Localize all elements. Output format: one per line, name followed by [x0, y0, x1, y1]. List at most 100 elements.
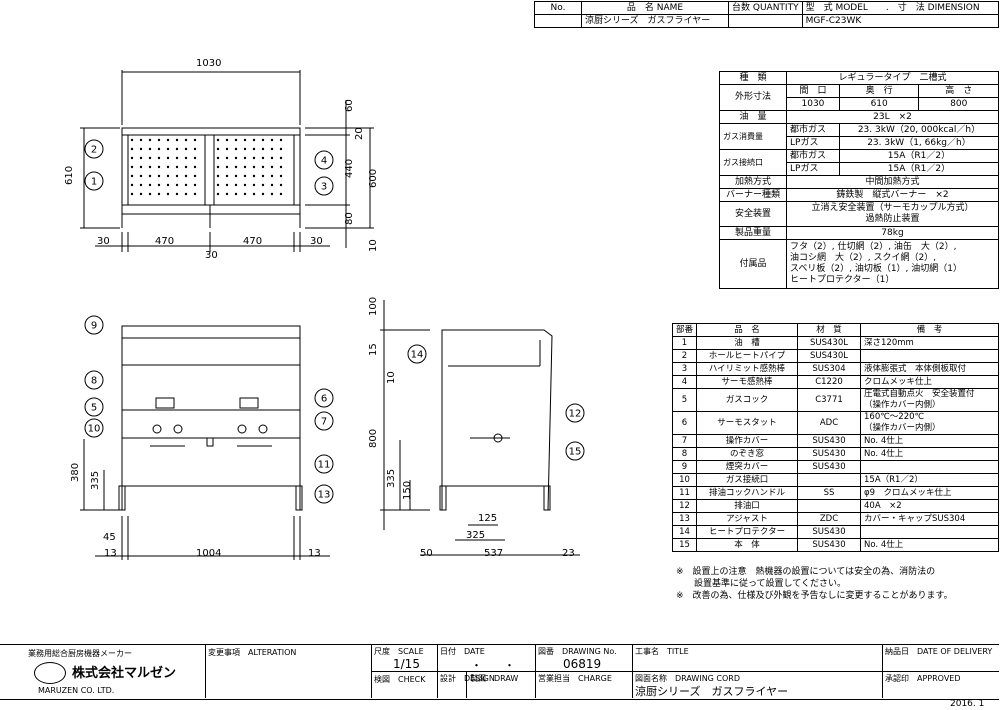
approved-label: 承認印 APPROVED	[885, 674, 961, 683]
part-name: 操作カバー	[696, 434, 799, 448]
part-no: 9	[671, 460, 698, 474]
part-material: ADC	[797, 411, 862, 435]
heat-pipe-pattern	[130, 138, 283, 196]
spec-lp-gas-label: LPガス	[786, 136, 840, 150]
callout-label: 4	[321, 156, 327, 167]
dim-side-537: 537	[484, 548, 503, 559]
spec-gas-consumption-label: ガス消費量	[719, 123, 787, 150]
dim-30a: 30	[97, 236, 110, 247]
parts-header-no: 部番	[671, 323, 698, 337]
part-material: SUS430L	[797, 349, 862, 363]
spec-oil-value: 23L ×2	[786, 110, 999, 124]
part-no: 4	[671, 375, 698, 389]
part-name: 排油コックハンドル	[696, 486, 799, 500]
callout-circle	[407, 344, 427, 364]
callout-label: 5	[91, 403, 97, 414]
part-material: SUS304	[797, 362, 862, 376]
spec-dim-w-label: 間 口	[786, 84, 840, 98]
drawings: 1030 610 30 470 470 30 30 60 20 440 600 …	[64, 58, 585, 560]
scale-value: 1/15	[393, 657, 420, 671]
spec-dim-h: 800	[918, 97, 999, 111]
spec-city-gas-value: 23. 3kW（20, 000kcal／h）	[838, 123, 1000, 137]
callout-label: 3	[321, 182, 327, 193]
part-note	[860, 525, 999, 539]
spec-accessories-4: ヒートプロテクター（1）	[790, 275, 895, 285]
dim-h380: 380	[70, 463, 81, 482]
spec-heating-value: 中間加熱方式	[786, 175, 999, 189]
part-no: 5	[671, 388, 698, 412]
part-material: SUS430	[797, 434, 862, 448]
spec-burner-label: バーナー種類	[719, 188, 787, 202]
part-no: 12	[671, 499, 698, 513]
spec-type-value: レギュラータイプ 二槽式	[786, 71, 999, 85]
part-name: ホールヒートパイプ	[696, 349, 799, 363]
part-material: SUS430	[797, 525, 862, 539]
part-material: SS	[797, 486, 862, 500]
callout-circle	[565, 441, 585, 461]
part-material: ZDC	[797, 512, 862, 526]
dim-30c: 30	[205, 250, 218, 261]
year: 2016. 1	[950, 699, 985, 709]
callout-circle	[84, 397, 104, 417]
title-label: 工事名 TITLE	[635, 647, 689, 656]
part-no: 8	[671, 447, 698, 461]
callout-circle	[84, 139, 104, 159]
side-view	[380, 300, 580, 556]
part-note: 圧電式自動点火 安全装置付（操作カバー内側）	[860, 388, 999, 412]
spec-dim-label: 外形寸法	[719, 84, 787, 111]
callout-label: 10	[88, 424, 101, 435]
date-label: 日付 DATE	[440, 647, 485, 656]
note-3: ※ 改善の為、仕様及び外観を予告なしに変更することがあります。	[676, 591, 953, 601]
callout-circle	[84, 171, 104, 191]
part-note-line: 160℃～220℃	[864, 412, 925, 422]
part-material: SUS430L	[797, 336, 862, 350]
header-model-value: MGF-C23WK	[801, 14, 1000, 28]
spec-dim-w: 1030	[786, 97, 840, 111]
part-note: No. 4仕上	[860, 538, 999, 552]
dim-h335: 335	[90, 471, 101, 490]
spec-safety-value-2: 過熱防止装置	[865, 214, 920, 224]
spec-lp-gas-value: 23. 3kW（1, 66kg／h）	[838, 136, 1000, 150]
spec-accessories-label: 付属品	[719, 239, 787, 289]
date-value: ・ ・	[471, 659, 515, 672]
callout-label: 12	[569, 409, 582, 420]
part-note-line: （操作カバー内側）	[864, 423, 941, 433]
dim-side-h100: 100	[368, 297, 379, 316]
dim-depth: 610	[64, 166, 75, 185]
callout-circle	[314, 388, 334, 408]
spec-heating-label: 加熱方式	[719, 175, 787, 189]
spec-dim-d-label: 奥 行	[838, 84, 920, 98]
delivery-label: 納品日 DATE OF DELIVERY	[885, 647, 993, 656]
dim-side-h15: 15	[368, 343, 379, 356]
callout-circle	[314, 454, 334, 474]
callout-circle	[84, 315, 104, 335]
date-box: 日付 DATE ・ ・ 設計 DESIGN	[437, 644, 536, 698]
part-note: φ9 クロムメッキ仕上	[860, 486, 999, 500]
header-table: No. 品 名 NAME 台数 QUANTITY 型 式 MODEL . 寸 法…	[534, 1, 1000, 28]
maker-box: 業務用総合厨房機器メーカー 株式会社マルゼン MARUZEN CO. LTD.	[0, 644, 206, 698]
spec-conn-city-label: 都市ガス	[786, 149, 840, 163]
spec-dim-h-label: 高 さ	[918, 84, 999, 98]
callout-circle	[314, 150, 334, 170]
part-no: 6	[671, 411, 698, 435]
part-name: 本 体	[696, 538, 799, 552]
note-2: 設置基準に従って設置してください。	[676, 579, 847, 589]
charge-label: 営業担当 CHARGE	[538, 674, 612, 683]
design-label: 設計 DESIGN	[440, 674, 495, 683]
dim-side-325: 325	[466, 530, 485, 541]
part-material	[797, 499, 862, 513]
dim-h60: 60	[344, 99, 355, 112]
callout-label: 7	[321, 417, 327, 428]
maker-en: MARUZEN CO. LTD.	[38, 686, 115, 695]
part-name: サーモ感熱棒	[696, 375, 799, 389]
callout-circle	[84, 370, 104, 390]
check-label: 検図 CHECK	[374, 675, 426, 684]
part-no: 3	[671, 362, 698, 376]
